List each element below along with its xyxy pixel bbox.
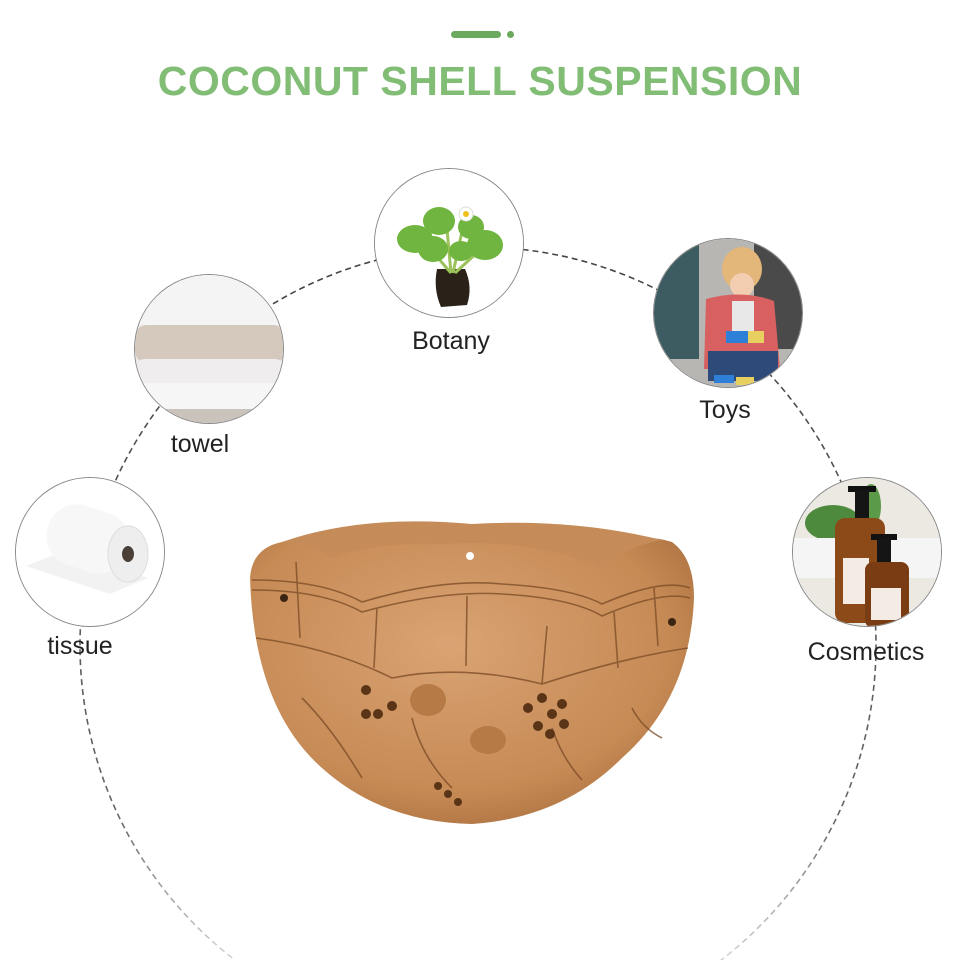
use-cosmetics-image	[792, 477, 942, 627]
towel-icon	[135, 275, 283, 423]
coconut-shell-bowl-image	[250, 521, 694, 824]
use-towel-image	[134, 274, 284, 424]
use-tissue-label: tissue	[47, 632, 113, 660]
tissue-roll-icon	[16, 478, 164, 626]
use-towel-label: towel	[170, 430, 230, 458]
use-botany-image	[374, 168, 524, 318]
use-toys-image	[653, 238, 803, 388]
plant-icon	[375, 169, 523, 317]
page-title: COCONUT SHELL SUSPENSION	[157, 58, 803, 104]
toys-icon	[654, 239, 802, 387]
use-toys-label: Toys	[699, 396, 751, 424]
use-botany-label: Botany	[412, 327, 490, 355]
decoration-bar	[451, 31, 501, 38]
decoration-dot	[507, 31, 514, 38]
use-tissue-image	[15, 477, 165, 627]
use-cosmetics-label: Cosmetics	[807, 638, 925, 666]
cosmetics-bottles-icon	[793, 478, 941, 626]
